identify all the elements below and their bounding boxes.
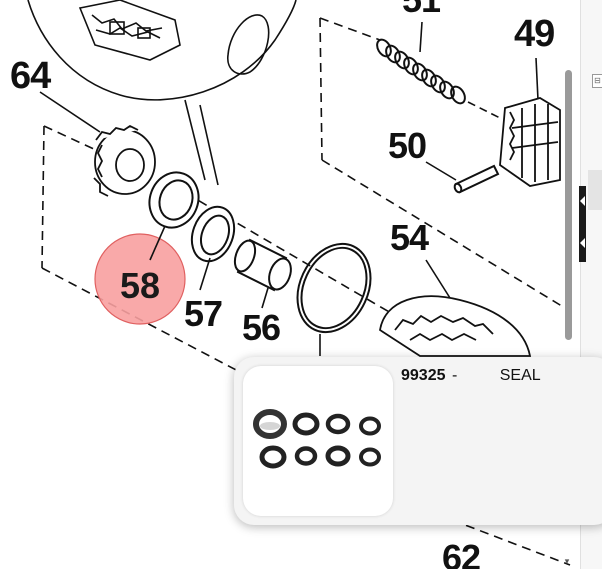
chevron-left-icon: [580, 238, 585, 248]
part-50-pin: [453, 164, 500, 194]
part-64-gear-hub: [93, 124, 156, 197]
part-label-62[interactable]: 62: [442, 537, 481, 569]
leader-line-49: [535, 57, 539, 101]
part-description: SEAL: [499, 367, 541, 384]
dashed-assembly-outline-right: [319, 17, 571, 566]
leader-line-56: [261, 287, 269, 309]
part-label-57[interactable]: 57: [184, 293, 223, 334]
leader-line-57: [199, 257, 211, 291]
part-o-ring: [296, 242, 372, 334]
part-label-56[interactable]: 56: [242, 307, 281, 348]
side-panel-tab[interactable]: [588, 170, 602, 210]
side-panel-icon[interactable]: ⊟: [592, 74, 602, 88]
part-label-51[interactable]: 51: [402, 0, 442, 20]
hotspot-58[interactable]: 58: [94, 225, 186, 325]
part-51-spring: [376, 38, 466, 105]
leader-line-58: [149, 225, 166, 261]
seal-kit-image: [253, 409, 381, 469]
part-label-50[interactable]: 50: [388, 125, 427, 166]
center-line-spring: [467, 101, 501, 119]
part-label-64[interactable]: 64: [10, 55, 52, 97]
part-separator: -: [451, 367, 458, 384]
leader-line-51: [419, 21, 423, 53]
scrollbar-thumb[interactable]: [565, 70, 572, 340]
part-49-gear: [499, 97, 561, 187]
part-label-54[interactable]: 54: [390, 217, 430, 258]
part-58-seal-ring: [148, 171, 200, 229]
part-number[interactable]: 99325: [401, 367, 446, 384]
housing-outline: [27, 0, 297, 186]
part-label-49[interactable]: 49: [514, 13, 555, 55]
side-panel-toggle[interactable]: [579, 186, 586, 262]
part-56-bushing: [233, 238, 292, 292]
leader-line-54: [425, 259, 451, 299]
part-54-gear-housing: [379, 295, 532, 357]
leader-line-50: [425, 161, 457, 181]
part-57-seal-ring: [190, 205, 236, 263]
scroll-down-arrow-icon[interactable]: ▾: [564, 556, 570, 566]
part-thumbnail[interactable]: [243, 366, 393, 516]
part-popup-card[interactable]: 99325 - SEAL: [234, 357, 602, 525]
chevron-left-icon: [580, 196, 585, 206]
hotspot-label-58[interactable]: 58: [120, 265, 160, 306]
leader-line-64: [39, 91, 101, 133]
part-info: 99325 - SEAL: [401, 367, 541, 387]
